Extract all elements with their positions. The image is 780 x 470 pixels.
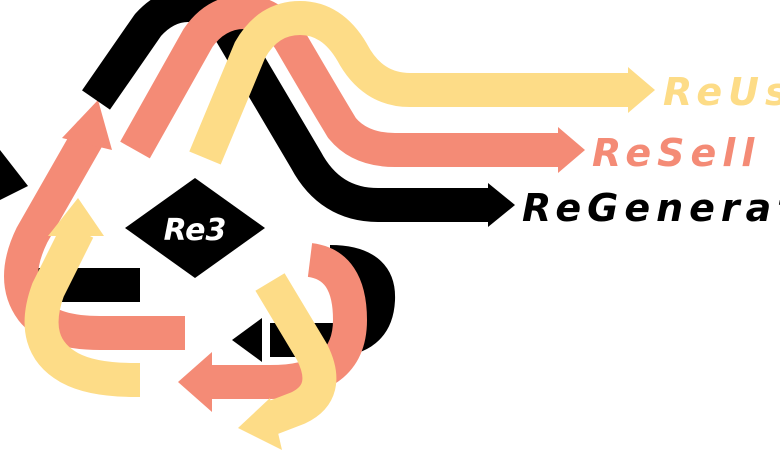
re3-badge: Re3 [125,178,265,278]
salmon-loop-band-bottom [212,243,367,399]
reuse-label: ReUse [663,70,780,114]
regenerate-label: ReGenerate [522,186,780,230]
badge-text: Re3 [164,213,227,248]
resell-band [120,0,560,167]
yellow-right-arrowhead [238,398,282,450]
yellow-left-arrowhead [48,198,104,236]
salmon-bottom-arrowhead [178,352,212,412]
upper-flows [82,0,655,227]
black-loop-arrowhead [232,318,262,362]
resell-label: ReSell [592,131,760,175]
yellow-loop-band-right [255,273,337,434]
reuse-arrowhead [628,67,655,113]
salmon-left-arrowhead [62,100,112,150]
black-left-arrowhead [0,150,28,200]
resell-arrowhead [558,127,585,173]
regenerate-arrowhead [488,183,515,227]
reuse-band [189,1,630,165]
yellow-loop-band-left [24,222,152,397]
recycle-loop [0,100,395,450]
badge-diamond [125,178,265,278]
